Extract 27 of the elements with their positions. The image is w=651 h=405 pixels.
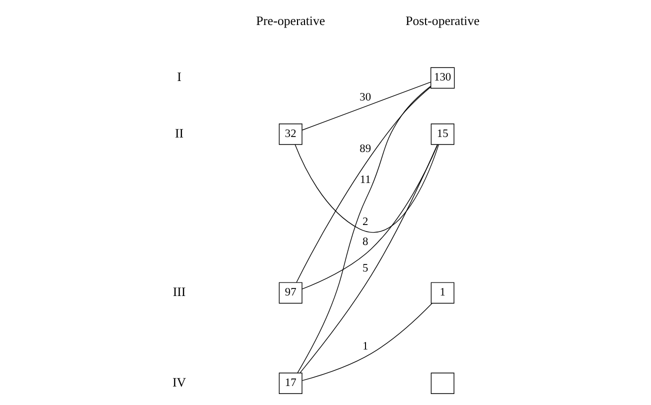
node-box: 32: [278, 124, 302, 145]
edge-label: 5: [362, 262, 368, 274]
connector: [296, 86, 432, 283]
node-box: 130: [430, 67, 455, 89]
connector: [300, 144, 438, 374]
node-box: 1: [430, 282, 454, 304]
edge-label: 30: [360, 92, 372, 104]
node-box: 97: [278, 282, 302, 304]
edge-label: 1: [362, 340, 368, 353]
connector: [294, 144, 439, 232]
connector: [302, 82, 432, 130]
label: III: [172, 285, 186, 300]
edge-label: 8: [362, 236, 368, 248]
connector: [302, 303, 432, 381]
connector: [297, 86, 432, 374]
edge-label: 11: [360, 174, 371, 186]
label: I: [177, 70, 182, 84]
label: II: [174, 126, 184, 140]
node-box: 15: [430, 124, 454, 145]
edge-label: 2: [362, 216, 368, 228]
label: Post-operative: [406, 14, 480, 28]
connector: [302, 144, 438, 290]
edge-label: 89: [360, 142, 372, 155]
node-box: [430, 372, 454, 394]
label: Pre-operative: [256, 14, 326, 28]
label: IV: [172, 375, 186, 390]
node-box: 17: [278, 372, 302, 394]
